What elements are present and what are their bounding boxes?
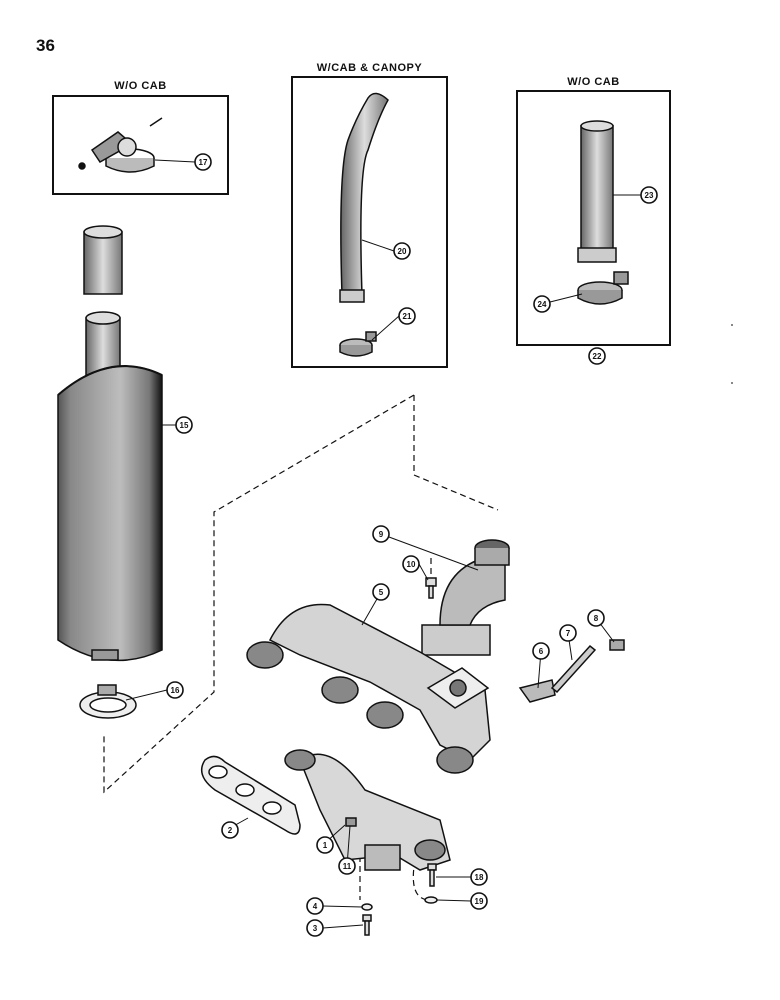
- manifold-part-1: [284, 749, 451, 871]
- washer-part-19: [424, 896, 438, 904]
- stack-pipe-part-23: [577, 120, 617, 263]
- callout-15-circle: [175, 416, 193, 434]
- callout-19: 19: [475, 897, 484, 906]
- elbow-part-9: [421, 539, 510, 656]
- muffler-part-15: [57, 311, 163, 662]
- gasket-part-2: [200, 755, 301, 835]
- manifold-part-5: [246, 603, 491, 774]
- callout-9: 9: [379, 530, 384, 539]
- callout-7: 7: [566, 629, 571, 638]
- callout-15: 15: [180, 421, 189, 430]
- bracket-part-6: [518, 679, 556, 703]
- callout-8: 8: [594, 614, 599, 623]
- callout-18-circle: [470, 868, 488, 886]
- callout-9-circle: [372, 525, 390, 543]
- clamp-part-24: [577, 271, 629, 305]
- callout-18: 18: [475, 873, 484, 882]
- callout-23: 23: [645, 191, 654, 200]
- callout-11: 11: [343, 862, 352, 871]
- callout-5: 5: [379, 588, 384, 597]
- muffler-clamp-part-16: [79, 684, 137, 719]
- callout-7-circle: [559, 624, 577, 642]
- callout-21: 21: [403, 312, 412, 321]
- callout-24: 24: [538, 300, 547, 309]
- callout-4: 4: [313, 902, 318, 911]
- bolt-part-10: [425, 577, 437, 599]
- callout-19-circle: [470, 892, 488, 910]
- nut-part-8: [609, 639, 625, 651]
- leader-lines: [125, 159, 641, 929]
- panel-left-title: W/O CAB: [114, 80, 167, 92]
- callout-17: 17: [199, 158, 208, 167]
- callout-4-circle: [306, 897, 324, 915]
- page-number: 36: [36, 36, 55, 55]
- panel-left-box: [52, 95, 229, 195]
- callout-6: 6: [539, 647, 544, 656]
- stack-pipe-part-20: [339, 92, 389, 303]
- callout-10-circle: [402, 555, 420, 573]
- bolt-part-3: [362, 914, 372, 936]
- callout-20: 20: [398, 247, 407, 256]
- callout-2-circle: [221, 821, 239, 839]
- callout-3-circle: [306, 919, 324, 937]
- callout-5-circle: [372, 583, 390, 601]
- callout-2: 2: [228, 826, 233, 835]
- callout-3: 3: [313, 924, 318, 933]
- callout-22: 22: [593, 352, 602, 361]
- callout-20-circle: [393, 242, 411, 260]
- callout-23-circle: [640, 186, 658, 204]
- washer-part-4: [361, 903, 373, 911]
- callout-22-circle: [588, 347, 606, 365]
- stud-part-7: [550, 644, 597, 694]
- callout-1: 1: [323, 841, 328, 850]
- callout-11-circle: [338, 857, 356, 875]
- panel-right-box: [516, 90, 671, 346]
- margin-marks: [731, 324, 733, 384]
- bolt-part-18: [427, 863, 437, 887]
- clamp-part-21: [339, 331, 377, 357]
- callout-16: 16: [171, 686, 180, 695]
- panel-center-title: W/CAB & CANOPY: [316, 62, 423, 74]
- callout-21-circle: [398, 307, 416, 325]
- callout-1-circle: [316, 836, 334, 854]
- callout-16-circle: [166, 681, 184, 699]
- panel-right-title: W/O CAB: [567, 76, 620, 88]
- rain-cap-part-17: [78, 117, 163, 173]
- callout-6-circle: [532, 642, 550, 660]
- callout-24-circle: [533, 295, 551, 313]
- panel-center-box: [291, 76, 448, 368]
- plug-part-11: [345, 817, 357, 827]
- callout-17-circle: [194, 153, 212, 171]
- muffler-extension-pipe: [83, 225, 123, 295]
- callout-8-circle: [587, 609, 605, 627]
- callout-10: 10: [407, 560, 416, 569]
